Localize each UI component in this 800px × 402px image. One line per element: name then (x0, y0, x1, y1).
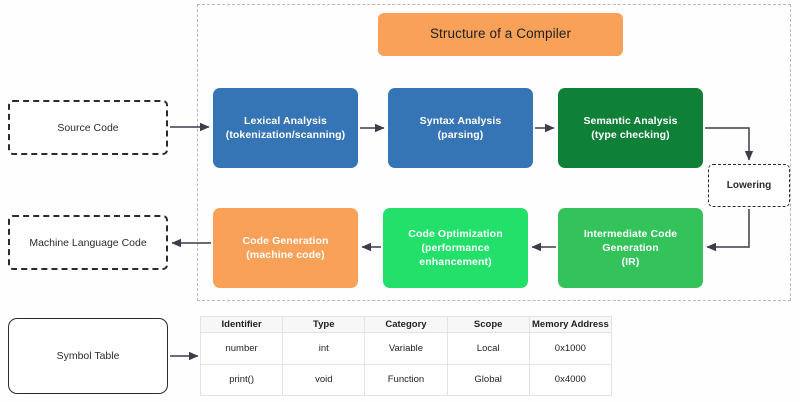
phase-ir-line-3: (IR) (621, 256, 640, 269)
phase-syntax-line-1: Syntax Analysis (419, 114, 502, 127)
diagram-title: Structure of a Compiler (378, 13, 623, 56)
lowering-box: Lowering (708, 164, 790, 207)
source-code-label: Source Code (57, 121, 119, 134)
cell-scope-2: Global (446, 363, 530, 397)
table-row: print() void Function Global 0x4000 (199, 363, 613, 397)
cell-identifier-1: number (199, 332, 284, 365)
phase-intermediate-code-generation: Intermediate Code Generation (IR) (558, 208, 703, 288)
phase-semantic-line-1: Semantic Analysis (583, 114, 678, 127)
symbol-table-grid: Identifier Type Category Scope Memory Ad… (199, 315, 613, 397)
cell-memory-address-2: 0x4000 (528, 363, 613, 397)
machine-language-code-label: Machine Language Code (29, 236, 147, 249)
cell-category-2: Function (364, 363, 448, 397)
source-code-box: Source Code (8, 100, 168, 155)
phase-ir-line-1: Intermediate Code (583, 227, 678, 240)
phase-optimization-line-2: (performance (421, 241, 490, 254)
phase-semantic-analysis: Semantic Analysis (type checking) (558, 88, 703, 168)
column-header-scope: Scope (446, 315, 530, 334)
phase-codegen-line-1: Code Generation (242, 234, 329, 247)
cell-memory-address-1: 0x1000 (528, 332, 613, 365)
phase-semantic-line-2: (type checking) (591, 129, 670, 141)
column-header-memory-address: Memory Address (528, 315, 613, 334)
phase-optimization-line-3: enhancement) (419, 256, 492, 269)
phase-codegen-line-2: (machine code) (246, 249, 325, 261)
table-header-row: Identifier Type Category Scope Memory Ad… (199, 315, 613, 334)
symbol-table-table: Identifier Type Category Scope Memory Ad… (199, 315, 613, 397)
phase-code-generation: Code Generation (machine code) (213, 208, 358, 288)
compiler-pipeline-frame (197, 4, 791, 301)
phase-ir-line-2: Generation (602, 241, 659, 254)
lowering-label: Lowering (726, 180, 772, 191)
symbol-table-label: Symbol Table (56, 350, 120, 362)
machine-language-code-box: Machine Language Code (8, 215, 168, 270)
cell-identifier-2: print() (199, 363, 284, 397)
cell-type-2: void (282, 363, 366, 397)
phase-lexical-analysis: Lexical Analysis (tokenization/scanning) (213, 88, 358, 168)
cell-scope-1: Local (446, 332, 530, 365)
column-header-identifier: Identifier (199, 315, 284, 334)
column-header-category: Category (364, 315, 448, 334)
phase-lexical-line-2: (tokenization/scanning) (225, 129, 346, 141)
table-row: number int Variable Local 0x1000 (199, 332, 613, 365)
column-header-type: Type (282, 315, 366, 334)
cell-category-1: Variable (364, 332, 448, 365)
diagram-title-label: Structure of a Compiler (429, 26, 572, 42)
phase-syntax-line-2: (parsing) (437, 129, 484, 141)
cell-type-1: int (282, 332, 366, 365)
phase-code-optimization: Code Optimization (performance enhanceme… (383, 208, 528, 288)
symbol-table-box: Symbol Table (8, 318, 168, 394)
phase-lexical-line-1: Lexical Analysis (244, 114, 327, 127)
phase-optimization-line-1: Code Optimization (408, 227, 503, 240)
phase-syntax-analysis: Syntax Analysis (parsing) (388, 88, 533, 168)
